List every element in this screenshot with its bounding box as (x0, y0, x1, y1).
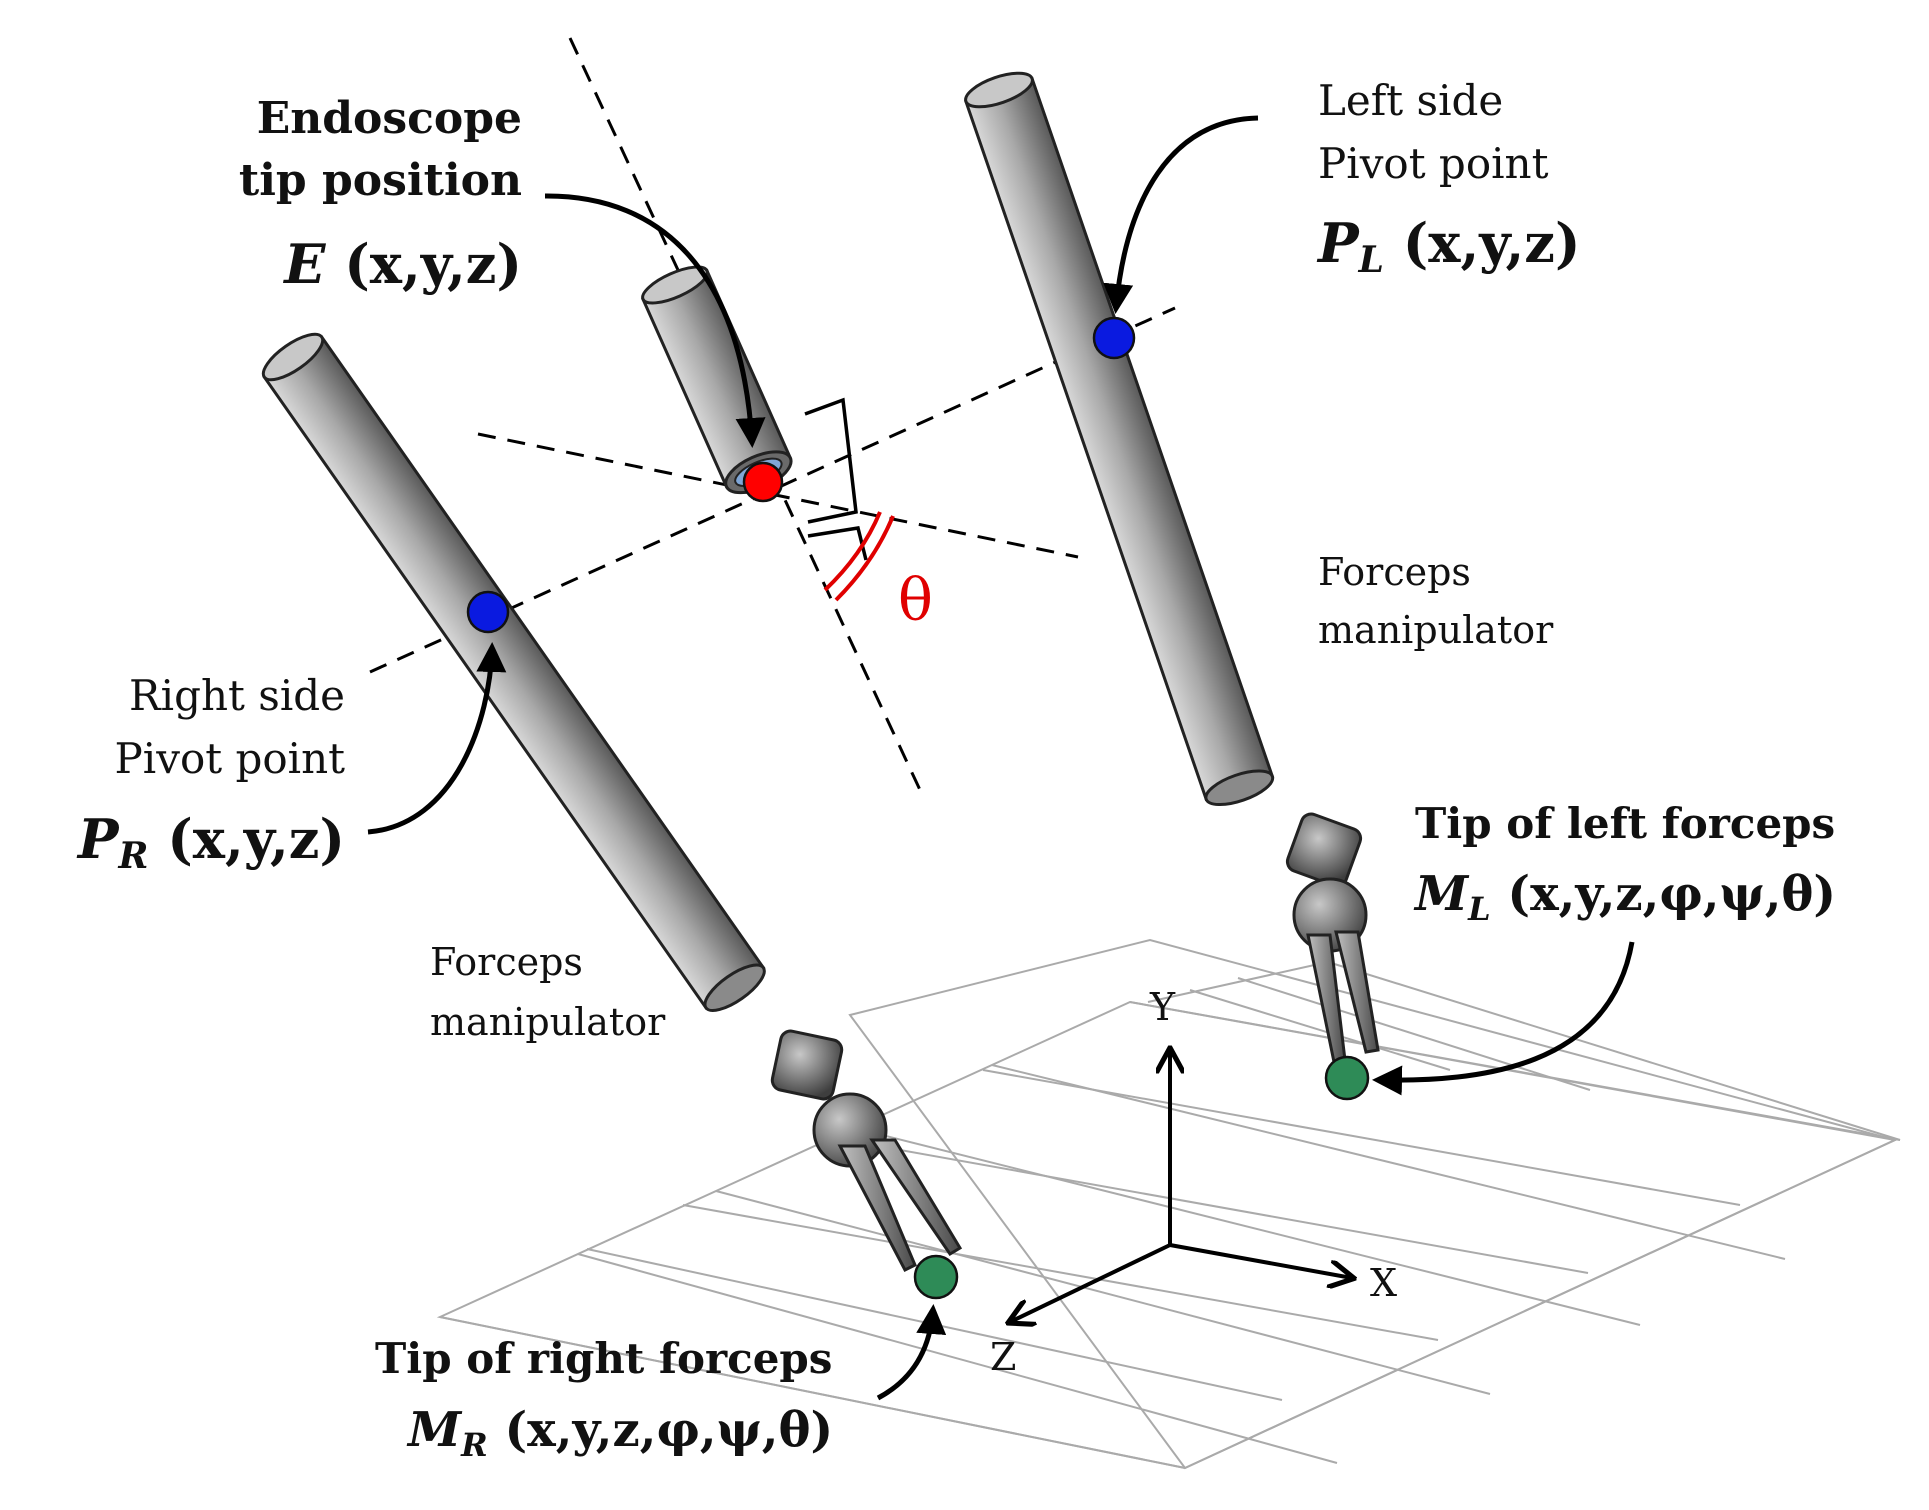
tip-left-label-line1: Tip of left forceps (1415, 799, 1835, 848)
right-pivot-coordinates: PR (x,y,z) (76, 807, 345, 877)
forceps-left-label-line2: manipulator (1318, 608, 1554, 652)
right-forceps-tip-point (913, 1254, 959, 1300)
x-axis-label: X (1370, 1261, 1397, 1305)
forceps-right-label-line1: Forceps (430, 940, 583, 984)
view-frame-bracket (804, 397, 868, 561)
tip-right-label-line1: Tip of right forceps (375, 1334, 832, 1383)
left-pivot-point (1092, 316, 1136, 360)
endoscope-label-line2: tip position (239, 155, 522, 206)
endoscope-label: Endoscope tip position E (x,y,z) (239, 93, 522, 296)
left-forceps-manipulator (964, 71, 1380, 1064)
forceps-right-label: Forceps manipulator (430, 940, 666, 1044)
right-forceps-manipulator (261, 332, 963, 1272)
z-axis (1010, 1243, 1171, 1322)
left-pivot-label-line1: Left side (1318, 76, 1503, 125)
theta-label: θ (898, 566, 933, 634)
theta-angle-marker (823, 511, 895, 602)
endoscope-coordinates: E (x,y,z) (282, 232, 522, 296)
pointer-arrows (367, 115, 1635, 1401)
z-axis-label: Z (990, 1335, 1016, 1379)
right-pivot-point (466, 590, 510, 634)
endoscope-label-line1: Endoscope (257, 93, 522, 144)
forceps-left-label-line1: Forceps (1318, 550, 1471, 594)
left-pivot-coordinates: PL (x,y,z) (1316, 211, 1581, 281)
forceps-left-label: Forceps manipulator (1318, 550, 1554, 652)
ground-grid (436, 938, 1901, 1470)
x-axis (1169, 1243, 1352, 1278)
right-pivot-label: Right side Pivot point PR (x,y,z) (76, 671, 345, 877)
right-pivot-label-line1: Right side (129, 671, 345, 720)
left-pivot-label-line2: Pivot point (1318, 139, 1549, 188)
y-axis-label: Y (1149, 985, 1176, 1029)
coordinate-axes (1010, 1050, 1352, 1322)
forceps-right-label-line2: manipulator (430, 1000, 666, 1044)
endoscope-tip-point (742, 461, 784, 503)
tip-right-label: Tip of right forceps MR (x,y,z,φ,ψ,θ) (375, 1334, 833, 1464)
left-pivot-label: Left side Pivot point PL (x,y,z) (1316, 76, 1581, 281)
tip-left-coordinates: ML (x,y,z,φ,ψ,θ) (1413, 866, 1836, 928)
tip-left-label: Tip of left forceps ML (x,y,z,φ,ψ,θ) (1413, 799, 1836, 928)
left-forceps-tip-point (1324, 1055, 1370, 1101)
right-pivot-label-line2: Pivot point (115, 734, 346, 783)
tip-right-coordinates: MR (x,y,z,φ,ψ,θ) (406, 1402, 833, 1464)
